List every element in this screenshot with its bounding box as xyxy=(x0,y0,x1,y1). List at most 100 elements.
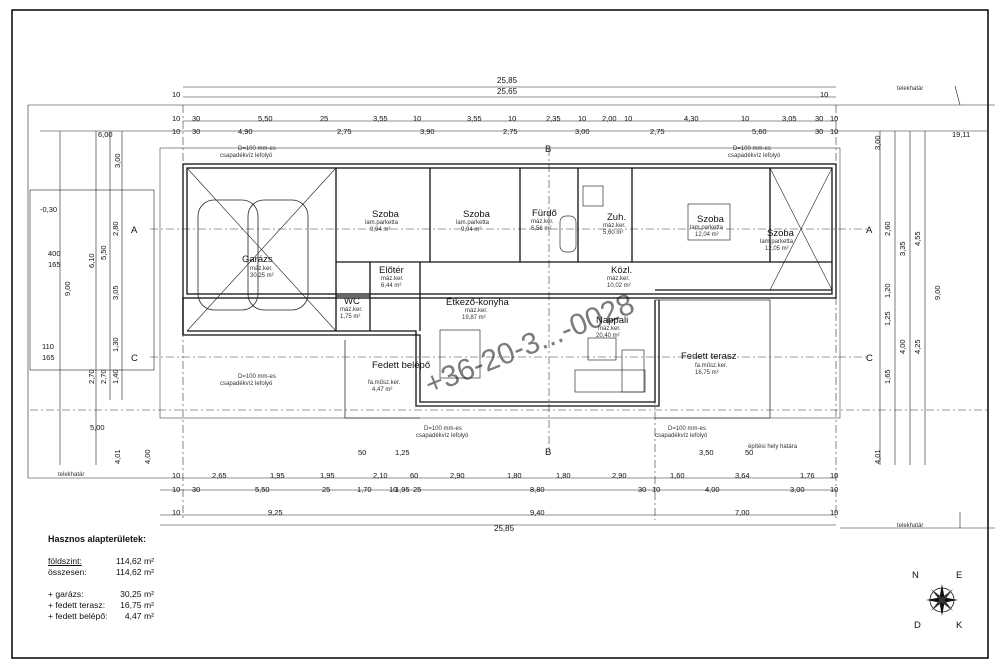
svg-text:25: 25 xyxy=(322,485,330,494)
svg-text:2,60: 2,60 xyxy=(883,221,892,236)
svg-text:165: 165 xyxy=(42,353,55,362)
svg-text:4,30: 4,30 xyxy=(684,114,699,123)
svg-text:1,95: 1,95 xyxy=(320,471,335,480)
svg-text:2,90: 2,90 xyxy=(612,471,627,480)
room-kozl: Közl. máz.ker. 10,02 m² xyxy=(607,265,632,289)
svg-text:50: 50 xyxy=(745,448,753,457)
svg-text:Garázs: Garázs xyxy=(242,254,273,265)
svg-text:Zuh.: Zuh. xyxy=(607,212,626,223)
svg-text:WC: WC xyxy=(344,296,360,307)
area-summary-title: Hasznos alapterületek: xyxy=(48,534,147,544)
svg-text:10: 10 xyxy=(413,114,421,123)
room-eloter: Előtér máz.ker. 6,44 m² xyxy=(379,265,404,289)
svg-text:1,70: 1,70 xyxy=(357,485,372,494)
svg-text:10: 10 xyxy=(578,114,586,123)
section-c-left: C xyxy=(131,353,138,364)
fedett-terasz-label: + fedett terasz: xyxy=(48,600,106,610)
svg-text:2,75: 2,75 xyxy=(650,127,665,136)
svg-text:Szoba: Szoba xyxy=(372,209,400,220)
svg-text:10: 10 xyxy=(624,114,632,123)
foldszint-label: földszint: xyxy=(48,556,82,566)
gutter-note-left-2: csapadékvíz lefolyó xyxy=(220,381,273,387)
svg-text:Nappali: Nappali xyxy=(596,315,628,326)
room-szoba-3: Szoba lam.parketta 12,04 m² xyxy=(690,214,725,238)
dim-side-setback: 19,11 xyxy=(952,130,970,139)
compass: N E K D xyxy=(912,570,963,631)
svg-text:-0,30: -0,30 xyxy=(40,205,57,214)
svg-text:6,10: 6,10 xyxy=(87,253,96,268)
svg-text:1,95: 1,95 xyxy=(270,471,285,480)
room-szoba-2: Szoba lam.parketta 9,94 m² xyxy=(456,209,491,233)
svg-text:2,75: 2,75 xyxy=(503,127,518,136)
row-foldszint: földszint: 114,62 m² xyxy=(48,556,218,567)
svg-text:5,60: 5,60 xyxy=(752,127,767,136)
boundary-label-left: telekhatár xyxy=(58,472,84,478)
room-garazs: Garázs máz.ker. 30,25 m² xyxy=(242,254,274,279)
room-szoba-4: Szoba lam.parketta 12,05 m² xyxy=(760,228,795,252)
svg-text:Közl.: Közl. xyxy=(611,265,632,276)
svg-text:Étkező-konyha: Étkező-konyha xyxy=(446,297,510,308)
gutter-note-top-right-2: csapadékvíz lefolyó xyxy=(728,153,781,159)
svg-text:16,75 m²: 16,75 m² xyxy=(695,370,719,376)
svg-text:9,94 m²: 9,94 m² xyxy=(461,227,481,233)
svg-text:1,25: 1,25 xyxy=(395,448,410,457)
fedett-belepo-value: 4,47 m² xyxy=(124,611,154,621)
area-summary: Hasznos alapterületek: földszint: 114,62… xyxy=(48,534,218,622)
room-wc: WC máz.ker. 1,75 m² xyxy=(340,296,363,320)
gutter-note-bottom-right: D=100 mm-es xyxy=(668,426,706,432)
svg-text:1,95: 1,95 xyxy=(395,485,410,494)
compass-k: K xyxy=(956,620,963,631)
svg-text:9,40: 9,40 xyxy=(530,508,545,517)
svg-text:30: 30 xyxy=(192,127,200,136)
svg-text:6,44 m²: 6,44 m² xyxy=(381,283,401,289)
room-furdo: Fürdő máz.ker. 6,56 m² xyxy=(531,208,557,232)
section-a-right: A xyxy=(866,225,873,236)
room-labels: Garázs máz.ker. 30,25 m² Szoba lam.parke… xyxy=(242,208,795,393)
section-a-left: A xyxy=(131,225,138,236)
svg-text:3,05: 3,05 xyxy=(111,285,120,300)
section-b-bottom: B xyxy=(545,447,551,458)
svg-text:5,50: 5,50 xyxy=(99,245,108,260)
svg-text:30: 30 xyxy=(638,485,646,494)
dim-bottom-total: 25,85 xyxy=(494,524,515,533)
svg-text:2,35: 2,35 xyxy=(546,114,561,123)
svg-text:máz.ker.: máz.ker. xyxy=(465,308,488,314)
svg-text:3,55: 3,55 xyxy=(467,114,482,123)
boundary-label-top: telekhatár xyxy=(897,86,923,92)
gutter-notes: D=100 mm-es csapadékvíz lefolyó D=100 mm… xyxy=(220,146,781,439)
svg-text:10: 10 xyxy=(172,471,180,480)
dim-left-setback: 6,00 xyxy=(98,130,113,139)
gutter-note-bottom-2: csapadékvíz lefolyó xyxy=(416,433,469,439)
svg-text:5,50: 5,50 xyxy=(255,485,270,494)
svg-text:4,01: 4,01 xyxy=(873,449,882,464)
svg-text:1,75 m²: 1,75 m² xyxy=(340,314,360,320)
svg-text:2,10: 2,10 xyxy=(373,471,388,480)
gutter-note-left: D=100 mm-es xyxy=(238,374,276,380)
section-c-right: C xyxy=(866,353,873,364)
row-osszesen: összesen: 114,62 m² xyxy=(48,567,218,578)
svg-text:9,94 m²: 9,94 m² xyxy=(370,227,390,233)
svg-text:1,80: 1,80 xyxy=(556,471,571,480)
svg-text:4,01: 4,01 xyxy=(113,449,122,464)
plot-boundary: telekhatár telekhatár telekhatár építési… xyxy=(27,85,995,529)
svg-text:Fedett belépő: Fedett belépő xyxy=(372,360,430,371)
svg-text:3,00: 3,00 xyxy=(575,127,590,136)
room-zuh: Zuh. máz.ker. 5,60 m² xyxy=(603,212,626,236)
svg-text:30,25 m²: 30,25 m² xyxy=(250,273,274,279)
svg-text:10: 10 xyxy=(172,114,180,123)
svg-text:máz.ker.: máz.ker. xyxy=(598,326,621,332)
svg-text:4,25: 4,25 xyxy=(913,339,922,354)
svg-text:8,80: 8,80 xyxy=(530,485,545,494)
garazs-value: 30,25 m² xyxy=(120,589,154,599)
svg-text:fa.műsz.ker.: fa.műsz.ker. xyxy=(368,380,401,386)
svg-text:2,70: 2,70 xyxy=(87,369,96,384)
svg-text:10: 10 xyxy=(741,114,749,123)
svg-text:30: 30 xyxy=(815,127,823,136)
dim-overall: 25,85 xyxy=(497,76,518,85)
svg-text:3,00: 3,00 xyxy=(873,135,882,150)
svg-text:4,55: 4,55 xyxy=(913,231,922,246)
svg-text:1,76: 1,76 xyxy=(800,471,815,480)
